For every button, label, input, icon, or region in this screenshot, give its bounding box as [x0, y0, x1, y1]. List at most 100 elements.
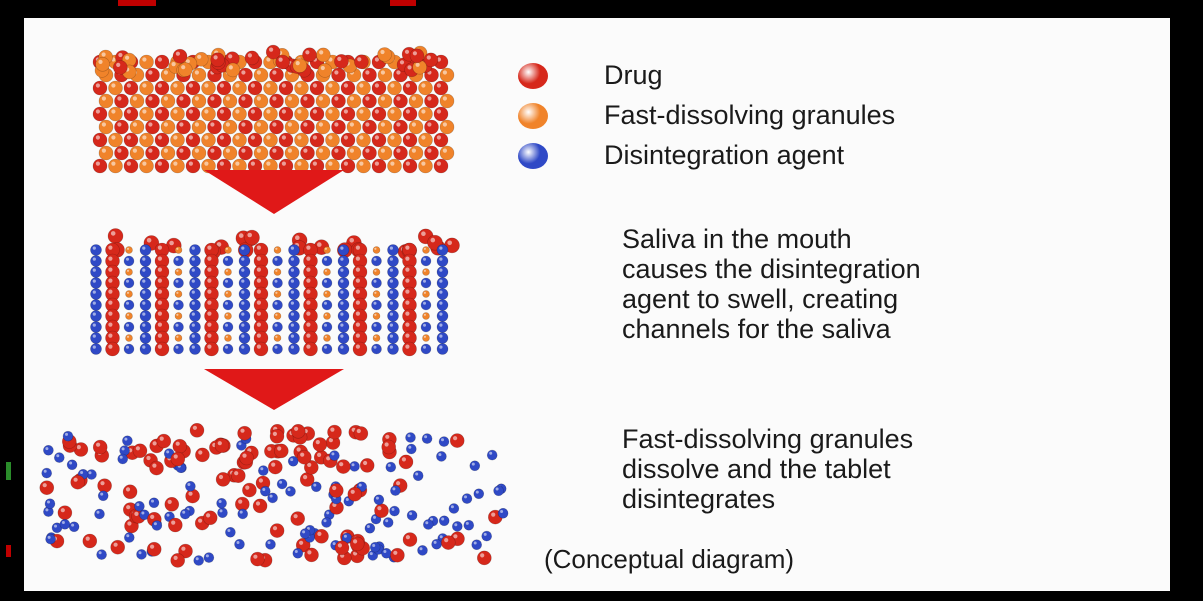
drug-particle [254, 342, 268, 356]
particle-highlight [158, 334, 162, 338]
granule-particle [357, 81, 371, 95]
drug-particle [150, 461, 164, 475]
top-surface-particle [334, 54, 348, 68]
particle-highlight [220, 509, 223, 512]
granule-particle [388, 133, 402, 147]
particle-highlight [93, 324, 96, 327]
particle-highlight [241, 302, 244, 305]
particle-highlight [225, 258, 228, 261]
particle-highlight [257, 122, 261, 126]
particle-highlight [220, 162, 224, 166]
agent-particle [338, 256, 349, 267]
particle-highlight [333, 542, 336, 545]
particle-highlight [316, 440, 320, 444]
particle-highlight [226, 248, 228, 250]
drug-particle [477, 551, 491, 565]
granule-particle [175, 247, 182, 254]
granule-particle [171, 159, 185, 173]
agent-particle [91, 300, 102, 311]
particle-highlight [472, 463, 475, 466]
granule-particle [295, 133, 309, 147]
particle-highlight [181, 65, 185, 69]
drug-particle [360, 458, 374, 472]
granule-particle [419, 81, 433, 95]
agent-particle [338, 289, 349, 300]
agent-particle [439, 437, 449, 447]
drug-particle [403, 533, 417, 547]
particle-highlight [291, 346, 294, 349]
drug-particle [372, 133, 386, 147]
particle-highlight [496, 488, 499, 491]
particle-highlight [291, 269, 294, 272]
agent-particle [225, 527, 235, 537]
drug-particle [394, 94, 408, 108]
particle-highlight [93, 313, 96, 316]
particle-highlight [297, 135, 301, 139]
granule-particle [316, 120, 330, 134]
particle-highlight [325, 336, 327, 338]
particle-highlight [192, 291, 195, 294]
top-surface-particle [318, 63, 332, 77]
granule-particle [140, 81, 154, 95]
drug-particle [268, 460, 282, 474]
drug-particle [171, 553, 185, 567]
particle-highlight [267, 447, 271, 451]
particle-highlight [179, 122, 183, 126]
granule-particle [285, 94, 299, 108]
agent-particle [42, 468, 52, 478]
drug-particle [58, 506, 72, 520]
agent-particle [260, 486, 270, 496]
particle-highlight [204, 135, 208, 139]
particle-highlight [226, 122, 230, 126]
particle-highlight [158, 162, 162, 166]
particle-highlight [340, 280, 343, 283]
drug-particle [270, 429, 284, 443]
agent-particle [406, 444, 416, 454]
granule-particle [285, 146, 299, 160]
particle-highlight [71, 524, 74, 527]
granule-particle [202, 107, 216, 121]
particle-highlight [127, 270, 129, 272]
particle-highlight [328, 135, 332, 139]
particle-highlight [385, 519, 388, 522]
particle-highlight [151, 500, 154, 503]
particle-highlight [374, 292, 376, 294]
particle-highlight [275, 280, 278, 283]
particle-highlight [279, 58, 283, 62]
agent-particle [498, 508, 508, 518]
particle-highlight [219, 500, 222, 503]
particle-highlight [93, 291, 96, 294]
particle-highlight [325, 314, 327, 316]
drug-particle [372, 107, 386, 121]
granule-particle [192, 94, 206, 108]
drug-particle [363, 146, 377, 160]
particle-highlight [158, 83, 162, 87]
particle-highlight [406, 162, 410, 166]
particle-highlight [306, 334, 310, 338]
granule-particle [175, 335, 182, 342]
agent-particle [494, 486, 504, 496]
particle-highlight [340, 346, 343, 349]
particle-highlight [294, 427, 298, 431]
particle-highlight [152, 464, 156, 468]
granule-particle [202, 133, 216, 147]
granule-particle [357, 159, 371, 173]
drug-particle [133, 444, 147, 458]
drug-particle [239, 94, 253, 108]
particle-highlight [93, 335, 96, 338]
agent-particle [289, 289, 300, 300]
particle-highlight [319, 149, 323, 153]
drug-particle [115, 94, 129, 108]
agent-particle [239, 333, 250, 344]
particle-highlight [235, 109, 239, 113]
particle-highlight [405, 246, 409, 250]
particle-highlight [340, 247, 343, 250]
particle-highlight [172, 62, 176, 66]
agent-particle [370, 542, 380, 552]
drug-particle [239, 146, 253, 160]
drug-particle [279, 81, 293, 95]
particle-highlight [96, 162, 100, 166]
particle-highlight [405, 334, 409, 338]
particle-highlight [257, 257, 261, 261]
granule-particle [99, 146, 113, 160]
